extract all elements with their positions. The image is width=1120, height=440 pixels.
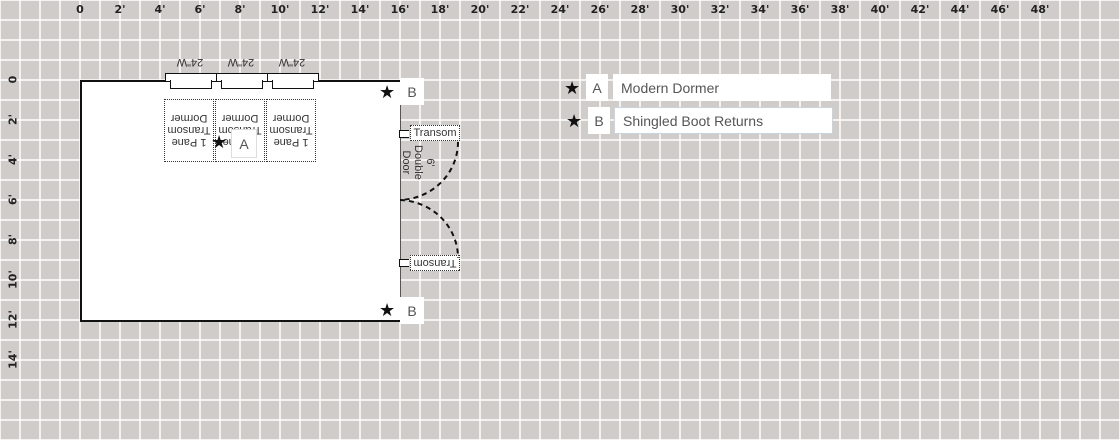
ruler-y-label: 6' — [6, 193, 20, 206]
ruler-x-label: 26' — [590, 3, 610, 16]
legend-tag-b: B — [588, 107, 610, 134]
star-icon: ★ — [379, 82, 396, 102]
marker-tag-b[interactable]: B — [400, 78, 424, 105]
door-jamb — [399, 130, 409, 138]
ruler-x-label: 22' — [510, 3, 530, 16]
window-width-label: 24"W — [227, 56, 255, 68]
ruler-x-label: 12' — [310, 3, 330, 16]
legend-name-input-a[interactable]: Modern Dormer — [613, 74, 831, 101]
ruler-x-label: 16' — [390, 3, 410, 16]
ruler-x-label: 10' — [270, 3, 290, 16]
ruler-y-label: 8' — [6, 233, 20, 246]
ruler-x-label: 24' — [550, 3, 570, 16]
star-icon: ★ — [564, 78, 581, 98]
ruler-x-label: 40' — [870, 3, 890, 16]
ruler-x-label: 32' — [710, 3, 730, 16]
marker-tag-a[interactable]: A — [231, 129, 257, 158]
ruler-x-label: 36' — [790, 3, 810, 16]
ruler-y-label: 0 — [6, 75, 20, 84]
window-width-label: 24"W — [176, 56, 204, 68]
ruler-x-label: 0 — [76, 3, 84, 16]
window-frame — [272, 80, 314, 89]
star-icon: ★ — [379, 300, 396, 320]
ruler-x-label: 30' — [670, 3, 690, 16]
dormer-label: 1 Pane Transom Dormer — [269, 112, 313, 149]
ruler-x-label: 20' — [470, 3, 490, 16]
marker-tag-b[interactable]: B — [400, 297, 424, 324]
dormer[interactable]: 1 Pane Transom Dormer — [266, 99, 316, 162]
ruler-y-label: 2' — [6, 113, 20, 126]
door-swing-arcs — [399, 141, 459, 259]
ruler-x-label: 6' — [194, 3, 206, 16]
ruler-x-label: 14' — [350, 3, 370, 16]
ruler-x-label: 44' — [950, 3, 970, 16]
dormer-label: 1 Pane Transom Dormer — [167, 112, 211, 149]
star-icon: ★ — [211, 132, 228, 152]
window-width-label: 24"W — [278, 56, 306, 68]
ruler-x-label: 34' — [750, 3, 770, 16]
ruler-x-label: 42' — [910, 3, 930, 16]
ruler-x-label: 38' — [830, 3, 850, 16]
ruler-x-label: 18' — [430, 3, 450, 16]
transom-top[interactable]: Transom — [410, 125, 460, 141]
star-icon: ★ — [566, 111, 583, 131]
window-frame — [221, 80, 263, 89]
legend-name-input-b[interactable]: Shingled Boot Returns — [614, 107, 833, 134]
ruler-x-label: 46' — [990, 3, 1010, 16]
ruler-x-label: 48' — [1030, 3, 1050, 16]
door-jamb — [399, 259, 409, 267]
ruler-x-label: 4' — [154, 3, 166, 16]
dormer[interactable]: 1 Pane Transom Dormer — [164, 99, 214, 162]
ruler-y-label: 10' — [6, 270, 20, 289]
ruler-x-label: 28' — [630, 3, 650, 16]
ruler-y-label: 12' — [6, 310, 20, 329]
door-label: 6' Double Door — [400, 145, 436, 180]
ruler-x-label: 8' — [234, 3, 246, 16]
legend-tag-a: A — [586, 74, 608, 101]
window-frame — [170, 80, 212, 89]
ruler-x-label: 2' — [114, 3, 126, 16]
ruler-y-label: 4' — [6, 153, 20, 166]
ruler-y-label: 14' — [6, 350, 20, 369]
